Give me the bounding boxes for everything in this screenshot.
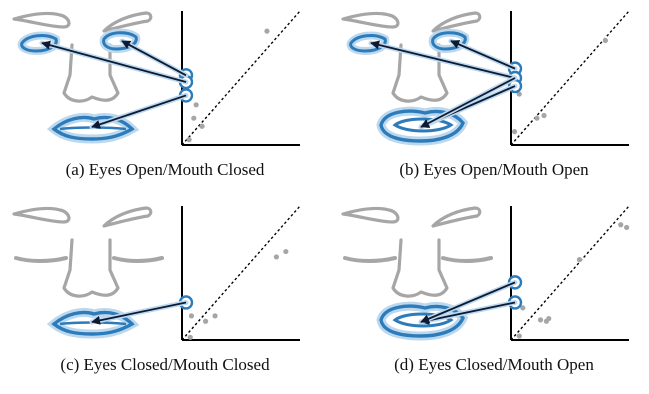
scatter-point bbox=[534, 115, 540, 121]
arrow-to-mouth bbox=[420, 281, 516, 324]
diagonal-reference-line bbox=[181, 205, 301, 341]
arrow-to-mouth bbox=[420, 301, 516, 325]
left-eyebrow bbox=[12, 206, 71, 224]
panel-graphic bbox=[12, 10, 301, 146]
scatter-point bbox=[516, 333, 522, 339]
scatter-point bbox=[541, 112, 547, 119]
face bbox=[12, 11, 153, 144]
panel-caption: (c) Eyes Closed/Mouth Closed bbox=[60, 355, 270, 374]
diagonal-reference-line bbox=[181, 10, 301, 146]
mouth bbox=[379, 109, 465, 143]
right-eyebrow bbox=[431, 206, 482, 228]
arrows bbox=[418, 279, 518, 325]
scatter-point bbox=[187, 334, 193, 340]
arrow-to-right-eye bbox=[121, 40, 187, 77]
panel-eyes-open-mouth-closed: (a) Eyes Open/Mouth Closed bbox=[10, 5, 320, 195]
nose bbox=[62, 43, 120, 103]
right-eyebrow bbox=[431, 11, 482, 33]
left-eyebrow bbox=[12, 11, 71, 29]
left-eyebrow bbox=[341, 206, 400, 224]
mouth bbox=[51, 310, 135, 336]
arrow-to-left-eye bbox=[370, 40, 516, 79]
scatter-point bbox=[520, 305, 526, 311]
scatter-point bbox=[511, 129, 518, 135]
scatter-point bbox=[602, 37, 608, 44]
scatter-point bbox=[618, 222, 624, 228]
mouth-inner bbox=[392, 117, 454, 133]
arrow-to-left-eye bbox=[41, 40, 187, 83]
scatter-point bbox=[193, 102, 199, 108]
left-eye-closed bbox=[343, 256, 397, 263]
panel-eyes-open-mouth-open: (b) Eyes Open/Mouth Open bbox=[339, 5, 649, 195]
diagonal-reference-line bbox=[510, 205, 630, 341]
left-eye-closed bbox=[14, 256, 68, 263]
scatter-point bbox=[576, 257, 583, 263]
face bbox=[341, 11, 482, 146]
nose bbox=[391, 238, 449, 298]
distance-plot bbox=[178, 10, 301, 146]
scatter-point bbox=[543, 318, 549, 324]
distance-plot bbox=[507, 10, 630, 146]
right-eye-closed bbox=[112, 256, 164, 263]
arrow-to-mouth bbox=[420, 77, 516, 128]
scatter-point bbox=[186, 137, 192, 143]
mouth-inner bbox=[392, 312, 454, 328]
arrow-to-mouth bbox=[91, 301, 187, 325]
scatter-point bbox=[516, 91, 522, 97]
arrow-to-right-eye bbox=[450, 40, 516, 70]
scatter-point bbox=[188, 313, 195, 319]
panel-graphic bbox=[341, 205, 630, 341]
arrows bbox=[39, 38, 189, 130]
right-eyebrow bbox=[102, 11, 153, 33]
panel-caption: (d) Eyes Closed/Mouth Open bbox=[394, 355, 594, 374]
left-eyebrow bbox=[341, 11, 400, 29]
arrows bbox=[89, 299, 189, 325]
panel-caption: (b) Eyes Open/Mouth Open bbox=[399, 160, 589, 179]
scatter-point bbox=[264, 28, 270, 34]
distance-plot bbox=[507, 205, 630, 341]
mouth bbox=[379, 304, 465, 338]
right-eyebrow bbox=[102, 206, 153, 228]
panel-caption: (a) Eyes Open/Mouth Closed bbox=[65, 160, 265, 179]
scatter-point bbox=[537, 317, 544, 323]
face bbox=[341, 206, 493, 341]
right-eye-closed bbox=[441, 256, 493, 263]
scatter-point bbox=[203, 318, 209, 324]
scatter-point bbox=[199, 123, 205, 129]
scatter-point bbox=[212, 313, 218, 319]
scatter-point bbox=[273, 254, 279, 260]
scatter-point bbox=[191, 115, 197, 121]
scatter-point bbox=[283, 248, 289, 255]
scatter-point bbox=[624, 224, 630, 231]
diagonal-reference-line bbox=[510, 10, 630, 146]
arrow-to-mouth bbox=[91, 94, 187, 129]
panel-eyes-closed-mouth-open: (d) Eyes Closed/Mouth Open bbox=[339, 200, 649, 390]
panel-eyes-closed-mouth-closed: (c) Eyes Closed/Mouth Closed bbox=[10, 200, 320, 390]
mouth bbox=[51, 115, 135, 141]
face bbox=[12, 206, 164, 339]
panel-graphic bbox=[12, 205, 301, 341]
panel-graphic bbox=[341, 10, 630, 146]
arrows bbox=[368, 38, 518, 130]
nose bbox=[391, 43, 449, 103]
distance-plot bbox=[178, 205, 301, 341]
nose bbox=[62, 238, 120, 298]
